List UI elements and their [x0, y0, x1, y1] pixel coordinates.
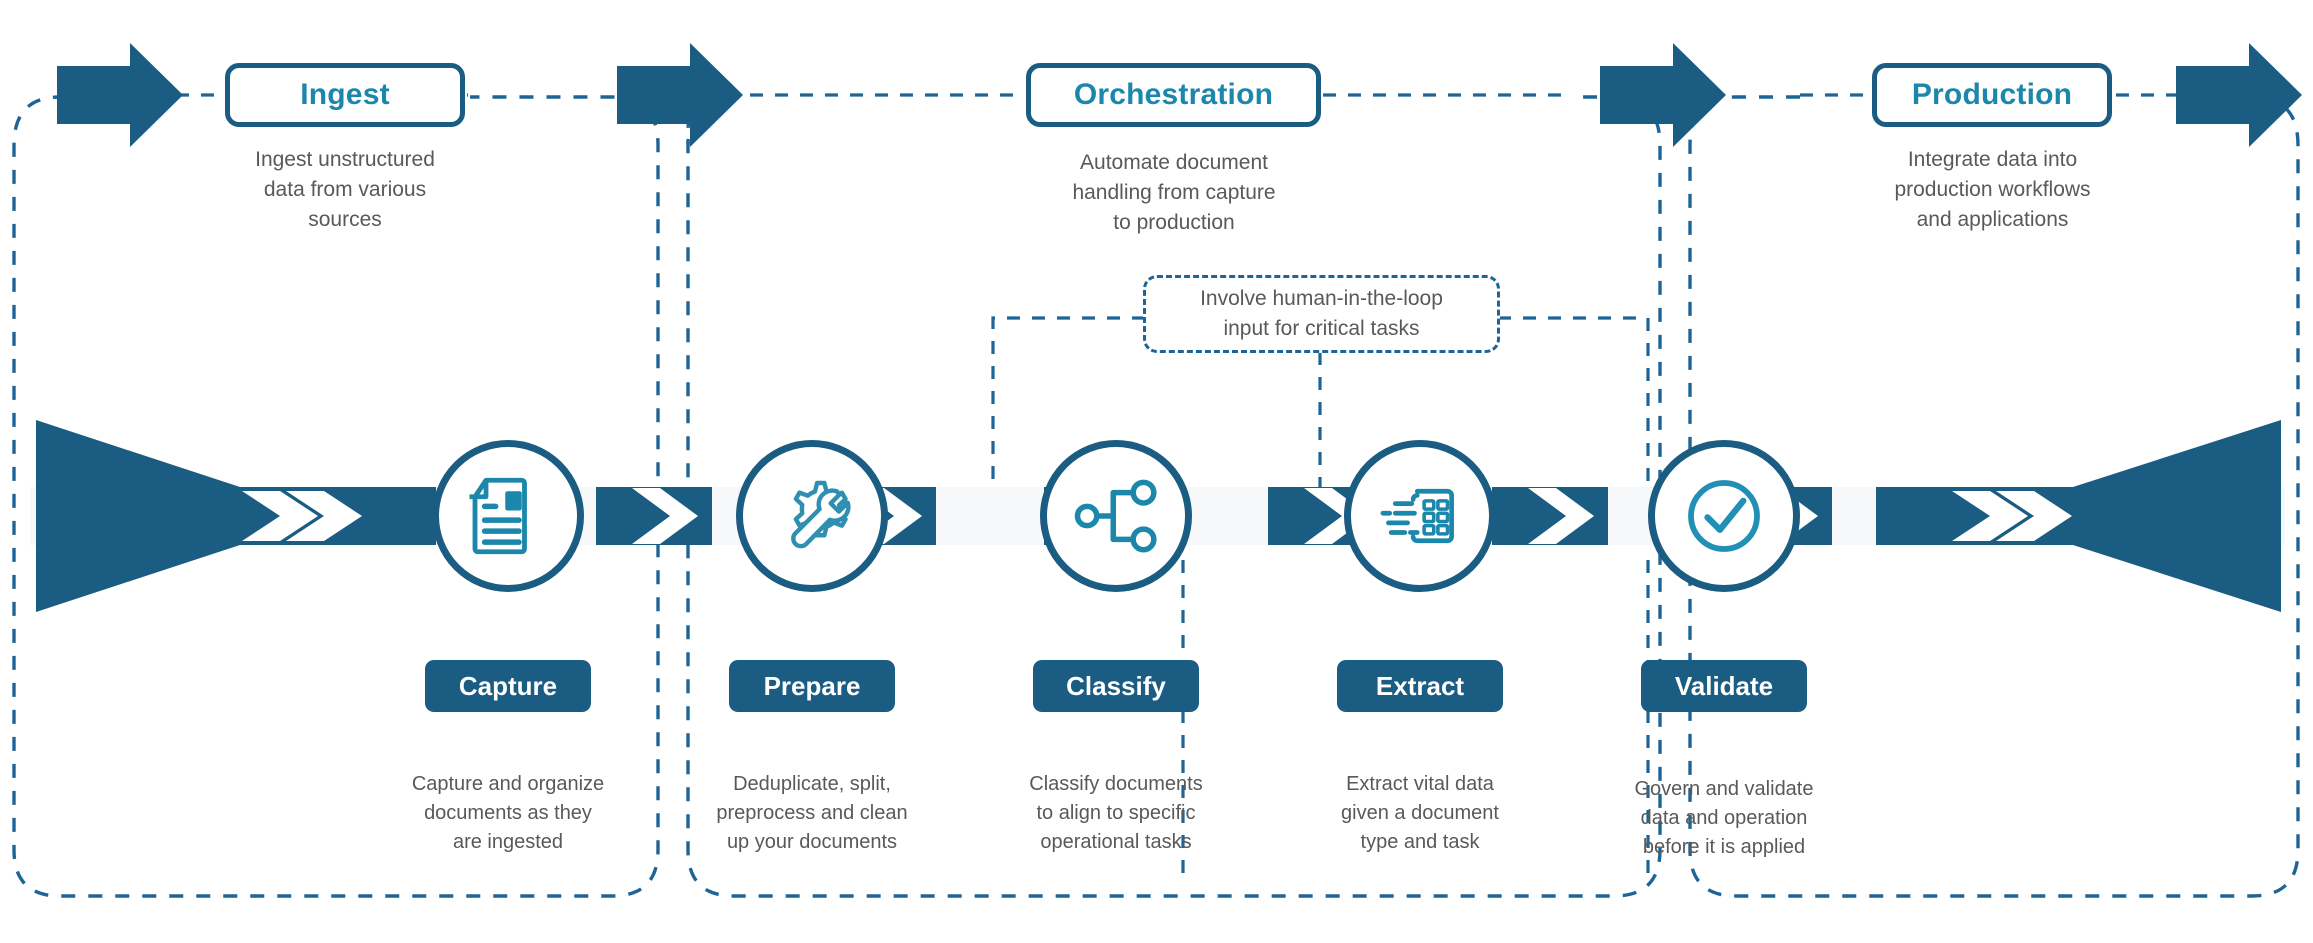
- stage-description-prepare: Deduplicate, split, preprocess and clean…: [716, 773, 908, 853]
- phase-chip-production[interactable]: Production: [1872, 63, 2112, 127]
- stage-circle-capture[interactable]: [432, 440, 584, 592]
- check-circle-icon: [1680, 472, 1768, 560]
- chevron-right-icon: [242, 491, 362, 541]
- phase-label: Ingest: [300, 78, 390, 111]
- stage-label-text: Capture: [458, 670, 558, 701]
- phase-chip-orchestration[interactable]: Orchestration: [1026, 63, 1321, 127]
- gear-wrench-icon: [768, 472, 856, 560]
- phase-chip-ingest[interactable]: Ingest: [225, 63, 465, 127]
- right-arrow-icon: [2176, 43, 2302, 147]
- stage-label-capture[interactable]: Capture: [425, 660, 591, 712]
- phase-description-ingest: Ingest unstructured data from various so…: [255, 148, 435, 231]
- data-extract-icon: [1376, 472, 1464, 560]
- callout-text: Involve human-in-the-loop input for crit…: [1200, 287, 1443, 340]
- stage-label-prepare[interactable]: Prepare: [729, 660, 895, 712]
- stage-description-validate: Govern and validate data and operation b…: [1634, 778, 1814, 858]
- stage-label-text: Prepare: [763, 670, 861, 701]
- stage-label-classify[interactable]: Classify: [1033, 660, 1199, 712]
- stage-description-extract: Extract vital data given a document type…: [1341, 773, 1499, 853]
- right-arrow-icon: [1600, 43, 1726, 147]
- stage-circle-extract[interactable]: [1344, 440, 1496, 592]
- document-icon: [464, 472, 552, 560]
- stage-label-text: Extract: [1375, 670, 1465, 701]
- callout-human-in-the-loop: Involve human-in-the-loop input for crit…: [1143, 275, 1500, 353]
- stage-label-extract[interactable]: Extract: [1337, 660, 1503, 712]
- funnel-inlet-icon: [36, 420, 240, 612]
- stage-circle-validate[interactable]: [1648, 440, 1800, 592]
- phase-label: Orchestration: [1073, 78, 1274, 111]
- stage-label-text: Validate: [1674, 670, 1774, 701]
- stage-label-text: Classify: [1066, 670, 1166, 701]
- phase-description-orchestration: Automate document handling from capture …: [1072, 151, 1276, 234]
- phase-label: Production: [1911, 78, 2073, 111]
- chevron-right-icon: [1952, 491, 2072, 541]
- phase-arrow-icons: [57, 43, 2302, 147]
- funnel-outlet-icon: [2073, 420, 2281, 612]
- stage-description-classify: Classify documents to align to specific …: [1029, 773, 1203, 853]
- right-arrow-icon: [617, 43, 743, 147]
- right-arrow-icon: [57, 43, 183, 147]
- stage-circle-classify[interactable]: [1040, 440, 1192, 592]
- stage-description-capture: Capture and organize documents as they a…: [411, 773, 605, 853]
- stage-circle-prepare[interactable]: [736, 440, 888, 592]
- callout-connectors: [991, 316, 1650, 880]
- stage-label-validate[interactable]: Validate: [1641, 660, 1807, 712]
- hierarchy-nodes-icon: [1072, 472, 1160, 560]
- phase-description-production: Integrate data into production workflows…: [1894, 148, 2091, 231]
